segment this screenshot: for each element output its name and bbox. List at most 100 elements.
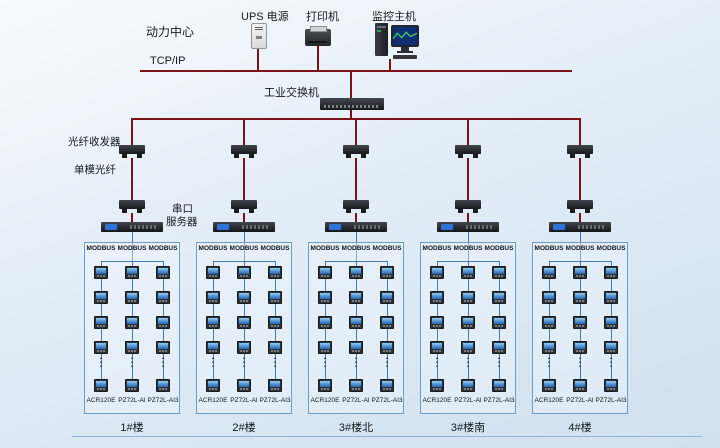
meter-icon <box>492 316 506 329</box>
meter-icon <box>268 379 282 392</box>
tcpip-label: TCP/IP <box>150 55 186 67</box>
meter-icon <box>125 379 139 392</box>
more-meters-ellipsis: ⋮ <box>543 355 555 369</box>
host-tower-icon <box>375 23 388 56</box>
uplink-cable <box>243 118 245 145</box>
meter-icon <box>125 291 139 304</box>
meter-icon <box>430 341 444 354</box>
serial-cable <box>131 213 133 222</box>
meter-model-label: PZ72L-AI3 <box>371 397 403 404</box>
more-meters-ellipsis: ⋮ <box>319 355 331 369</box>
serial-server-icon <box>101 222 163 232</box>
meter-icon <box>349 341 363 354</box>
building-label: 3#楼北 <box>338 422 374 434</box>
meter-icon <box>380 341 394 354</box>
meter-icon <box>573 316 587 329</box>
meter-icon <box>380 316 394 329</box>
meter-model-label: PZ72L-AI <box>454 397 482 404</box>
meter-icon <box>430 316 444 329</box>
meter-icon <box>237 379 251 392</box>
meter-icon <box>156 341 170 354</box>
more-meters-ellipsis: ⋮ <box>238 355 250 369</box>
meter-icon <box>604 291 618 304</box>
fiber-transceiver-icon <box>567 200 593 213</box>
meter-icon <box>461 291 475 304</box>
meter-icon <box>318 341 332 354</box>
host-monitor-icon <box>391 25 419 47</box>
building-label: 1#楼 <box>120 422 144 434</box>
meter-icon <box>542 291 556 304</box>
bus-drop-cable <box>580 232 581 261</box>
meter-icon <box>206 266 220 279</box>
keyboard-icon <box>393 55 417 59</box>
meter-icon <box>268 291 282 304</box>
meter-model-label: ACR120E <box>534 397 564 404</box>
meter-model-label: PZ72L-AI3 <box>483 397 515 404</box>
industrial-switch-icon <box>320 98 384 110</box>
meter-icon <box>156 291 170 304</box>
meter-icon <box>94 341 108 354</box>
meter-icon <box>573 379 587 392</box>
meter-icon <box>125 341 139 354</box>
meter-icon <box>349 379 363 392</box>
meter-icon <box>318 291 332 304</box>
host-label: 监控主机 <box>372 11 416 23</box>
meter-icon <box>430 266 444 279</box>
meter-model-label: PZ72L-AI <box>118 397 146 404</box>
modbus-bus-label: MODBUS <box>148 245 178 252</box>
building-label: 3#楼南 <box>450 422 486 434</box>
meter-icon <box>604 266 618 279</box>
meter-icon <box>94 316 108 329</box>
uplink-cable <box>355 118 357 145</box>
meter-icon <box>573 341 587 354</box>
meter-model-label: ACR120E <box>198 397 228 404</box>
meter-icon <box>461 266 475 279</box>
fiber-cable <box>131 158 133 200</box>
ups-cable <box>257 49 259 70</box>
meter-icon <box>156 266 170 279</box>
fiber-transceiver-icon <box>231 145 257 158</box>
bottom-rule <box>72 436 702 437</box>
modbus-bus-label: MODBUS <box>341 245 371 252</box>
meter-icon <box>430 379 444 392</box>
switch-label: 工业交换机 <box>264 87 319 99</box>
more-meters-ellipsis: ⋮ <box>157 355 169 369</box>
meter-icon <box>125 316 139 329</box>
monitor-stand <box>401 47 409 51</box>
bus-drop-cable <box>244 232 245 261</box>
meter-icon <box>492 291 506 304</box>
meter-model-label: PZ72L-AI <box>230 397 258 404</box>
meter-model-label: PZ72L-AI3 <box>147 397 179 404</box>
printer-label: 打印机 <box>306 11 339 23</box>
more-meters-ellipsis: ⋮ <box>493 355 505 369</box>
meter-icon <box>461 379 475 392</box>
meter-icon <box>542 266 556 279</box>
meter-icon <box>268 266 282 279</box>
more-meters-ellipsis: ⋮ <box>462 355 474 369</box>
meter-icon <box>492 379 506 392</box>
modbus-bus-label: MODBUS <box>484 245 514 252</box>
meter-icon <box>380 379 394 392</box>
ups-icon <box>251 23 267 49</box>
switch-uplink-cable <box>350 72 352 98</box>
meter-icon <box>94 291 108 304</box>
tcpip-bus-line <box>140 70 572 72</box>
modbus-bus-label: MODBUS <box>86 245 116 252</box>
more-meters-ellipsis: ⋮ <box>381 355 393 369</box>
meter-icon <box>349 316 363 329</box>
more-meters-ellipsis: ⋮ <box>126 355 138 369</box>
more-meters-ellipsis: ⋮ <box>95 355 107 369</box>
fiber-cable <box>355 158 357 200</box>
meter-model-label: ACR120E <box>310 397 340 404</box>
meter-icon <box>206 316 220 329</box>
monitor-waveform <box>393 27 417 45</box>
serial-cable <box>579 213 581 222</box>
meter-icon <box>94 379 108 392</box>
meter-icon <box>237 341 251 354</box>
fiber-transceiver-icon <box>455 145 481 158</box>
meter-icon <box>349 291 363 304</box>
meter-icon <box>268 341 282 354</box>
meter-model-label: PZ72L-AI3 <box>595 397 627 404</box>
modbus-bus-label: MODBUS <box>534 245 564 252</box>
serial-server-icon <box>549 222 611 232</box>
